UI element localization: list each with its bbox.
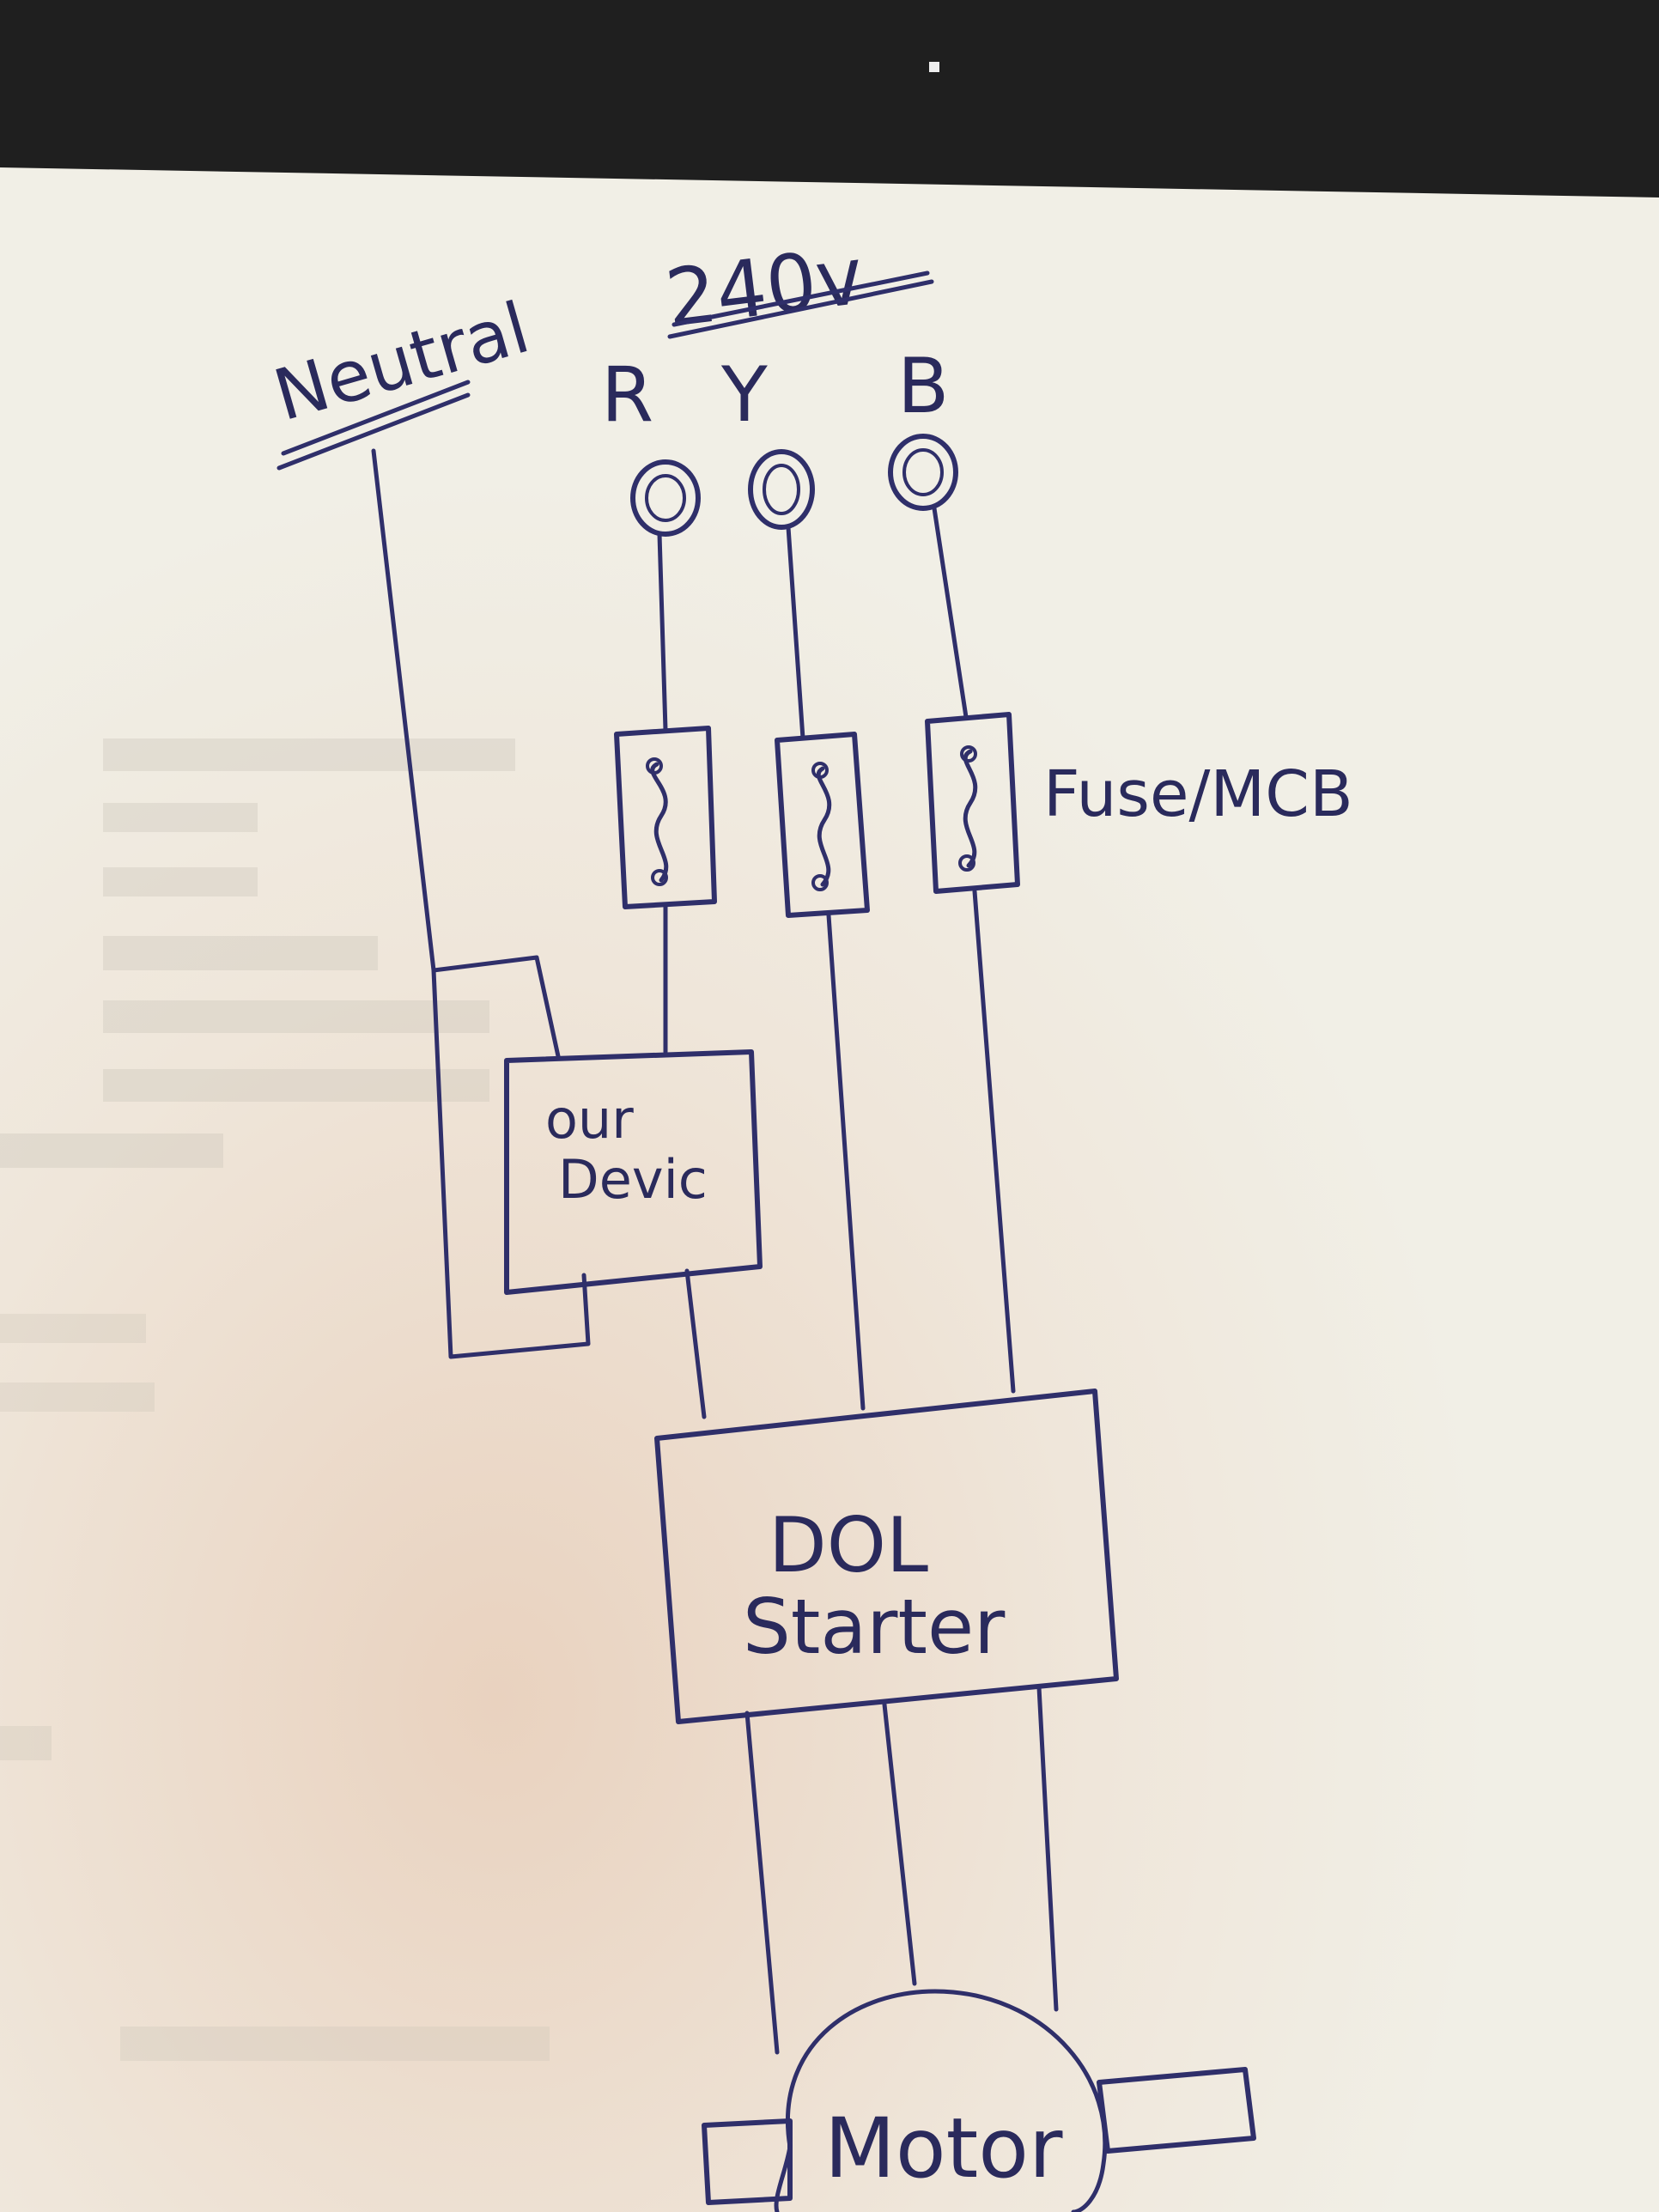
wire-y-to-starter [826, 913, 866, 1411]
wire-y-to-fuse [786, 525, 805, 741]
phase-b-label: B [897, 342, 949, 430]
terminal-y [748, 449, 815, 530]
wire-device-to-starter [684, 1268, 707, 1419]
fuse-r [614, 726, 717, 909]
wire-starter-to-motor-2 [882, 1702, 917, 1986]
wire-starter-to-motor-3 [1036, 1685, 1059, 2012]
speck [929, 62, 939, 72]
paper-sheet [0, 167, 1659, 2212]
wire-r-to-fuse [657, 532, 668, 732]
phase-r-label: R [601, 350, 653, 439]
device-label-line2: Devic [558, 1148, 708, 1211]
voltage-underline [667, 270, 934, 339]
starter-label-line1: DOL [769, 1501, 928, 1589]
motor-label: Motor [824, 2100, 1063, 2197]
starter-label-line2: Starter [743, 1583, 1006, 1671]
fuse-label: Fuse/MCB [1043, 757, 1353, 831]
show-through-lines [0, 738, 550, 2061]
device-label-line1: our [545, 1088, 634, 1151]
terminal-r [630, 459, 701, 537]
neutral-return-wire [431, 968, 591, 1359]
wire-b-to-starter [972, 889, 1016, 1394]
wire-starter-to-motor-1 [744, 1711, 780, 2055]
terminal-b [888, 434, 958, 511]
motor-symbol [702, 1989, 1256, 2212]
dol-starter-box [654, 1389, 1119, 1724]
fuse-y [775, 732, 870, 918]
neutral-wire [371, 448, 561, 1059]
neutral-underline [276, 380, 471, 471]
phase-y-label: Y [720, 350, 768, 439]
device-box [504, 1049, 763, 1295]
fuse-b [925, 712, 1020, 894]
wire-b-to-fuse [932, 506, 969, 720]
